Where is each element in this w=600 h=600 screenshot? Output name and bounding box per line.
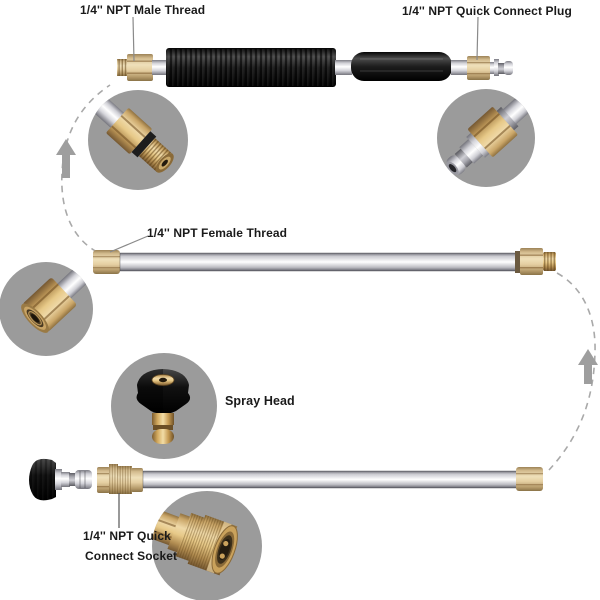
plug-body bbox=[61, 472, 70, 487]
plug-body bbox=[459, 139, 483, 164]
hex-facet-line bbox=[93, 267, 120, 269]
bottom-wand bbox=[29, 458, 543, 501]
end-cap-fitting bbox=[516, 467, 543, 491]
label-spray-head: Spray Head bbox=[225, 394, 295, 408]
socket-step bbox=[167, 513, 192, 554]
collar bbox=[496, 106, 519, 131]
hex-facet-line bbox=[484, 125, 511, 150]
leader-line-quick-connect-plug bbox=[476, 16, 479, 61]
quick-connect-plug-closeup-circle bbox=[437, 89, 535, 187]
wand-rod bbox=[335, 60, 352, 75]
knurl-texture bbox=[109, 464, 118, 494]
plug-neck bbox=[490, 62, 495, 74]
tip-bore-hole bbox=[161, 159, 168, 167]
plug-tip bbox=[75, 470, 92, 489]
hex-facet-line bbox=[473, 113, 500, 138]
female-thread-closeup-circle bbox=[0, 262, 93, 356]
arrow-up-right-icon bbox=[578, 349, 598, 384]
spray-head-closeup-circle bbox=[111, 353, 217, 459]
label-male-thread: 1/4'' NPT Male Thread bbox=[80, 3, 206, 17]
male-thread-hex-nut bbox=[520, 248, 543, 275]
hex-facet-line bbox=[467, 73, 490, 75]
hex-facet-line bbox=[152, 529, 174, 540]
wand-rod bbox=[152, 60, 167, 75]
plug-flange bbox=[466, 132, 490, 158]
assembly-dashed-curve-left bbox=[61, 84, 111, 253]
plug-flange bbox=[55, 469, 62, 490]
spray-nozzle-ribs bbox=[29, 458, 56, 501]
leader-line-female-thread bbox=[109, 235, 149, 253]
hex-facet-line bbox=[28, 283, 59, 313]
assembly-dashed-curve-right bbox=[548, 272, 596, 471]
stem-groove bbox=[153, 425, 173, 430]
wand-rod bbox=[451, 60, 468, 75]
hex-facet-line bbox=[111, 125, 137, 149]
socket-hex bbox=[97, 467, 110, 493]
plug-flange bbox=[494, 59, 499, 76]
plug-tip bbox=[446, 155, 466, 175]
label-quick-connect-socket-line2: Connect Socket bbox=[85, 549, 178, 563]
spray-head-stem bbox=[152, 413, 174, 425]
ribbed-grip-texture bbox=[167, 49, 335, 86]
collar bbox=[515, 251, 520, 273]
hex-facet-line bbox=[516, 473, 543, 475]
label-quick-connect-socket-line1: 1/4'' NPT Quick bbox=[83, 529, 171, 543]
male-thread-hex-nut bbox=[127, 54, 153, 81]
plug-groove bbox=[69, 473, 76, 486]
plug-tip bbox=[504, 61, 513, 75]
spray-head-knob bbox=[136, 369, 191, 414]
female-thread-hex-nut bbox=[93, 250, 120, 274]
hex-facet-line bbox=[93, 256, 120, 258]
middle-wand bbox=[93, 248, 556, 275]
male-thread-closeup-circle bbox=[88, 90, 188, 190]
plug-groove bbox=[498, 63, 505, 74]
plug-groove bbox=[454, 148, 473, 168]
hex-facet-line bbox=[520, 267, 543, 269]
closeup-hex bbox=[106, 108, 152, 154]
hex-facet-line bbox=[97, 473, 110, 475]
hex-facet-line bbox=[516, 484, 543, 486]
socket-pin bbox=[219, 553, 225, 559]
hex-facet-line bbox=[127, 72, 153, 74]
closeup-hex bbox=[468, 107, 518, 157]
nozzle-orifice bbox=[159, 377, 167, 383]
arrow-up-left-icon bbox=[56, 139, 76, 178]
hex-facet-line bbox=[97, 486, 110, 488]
wand-shaft bbox=[119, 252, 518, 272]
hex-facet-line bbox=[127, 60, 153, 62]
knurl-texture bbox=[175, 512, 207, 562]
quick-connect-socket-closeup-circle bbox=[152, 491, 262, 600]
knurl-texture bbox=[117, 466, 132, 494]
spray-head-plug-tip bbox=[152, 429, 174, 444]
quick-connect-plug-hex bbox=[467, 56, 490, 80]
hex-facet-line bbox=[156, 518, 178, 528]
label-female-thread: 1/4'' NPT Female Thread bbox=[147, 226, 288, 240]
hex-facet-line bbox=[520, 254, 543, 256]
o-ring bbox=[131, 131, 157, 158]
hex-facet-line bbox=[120, 115, 146, 138]
socket-pin bbox=[223, 540, 229, 547]
internal-thread bbox=[28, 311, 42, 326]
socket-collar bbox=[131, 468, 143, 492]
knurl-texture bbox=[187, 514, 225, 571]
top-wand bbox=[117, 48, 513, 87]
female-bore-hole bbox=[31, 313, 40, 323]
hex-facet-line bbox=[39, 295, 70, 325]
male-thread-ridges bbox=[117, 59, 128, 76]
hex-facet-line bbox=[467, 62, 490, 64]
tip-bore-hole bbox=[448, 164, 457, 173]
leader-line-male-thread bbox=[132, 16, 135, 62]
male-thread-ridges bbox=[543, 252, 556, 271]
wand-shaft bbox=[142, 470, 518, 489]
label-quick-connect-plug: 1/4'' NPT Quick Connect Plug bbox=[402, 4, 572, 18]
smooth-grip bbox=[351, 52, 452, 81]
